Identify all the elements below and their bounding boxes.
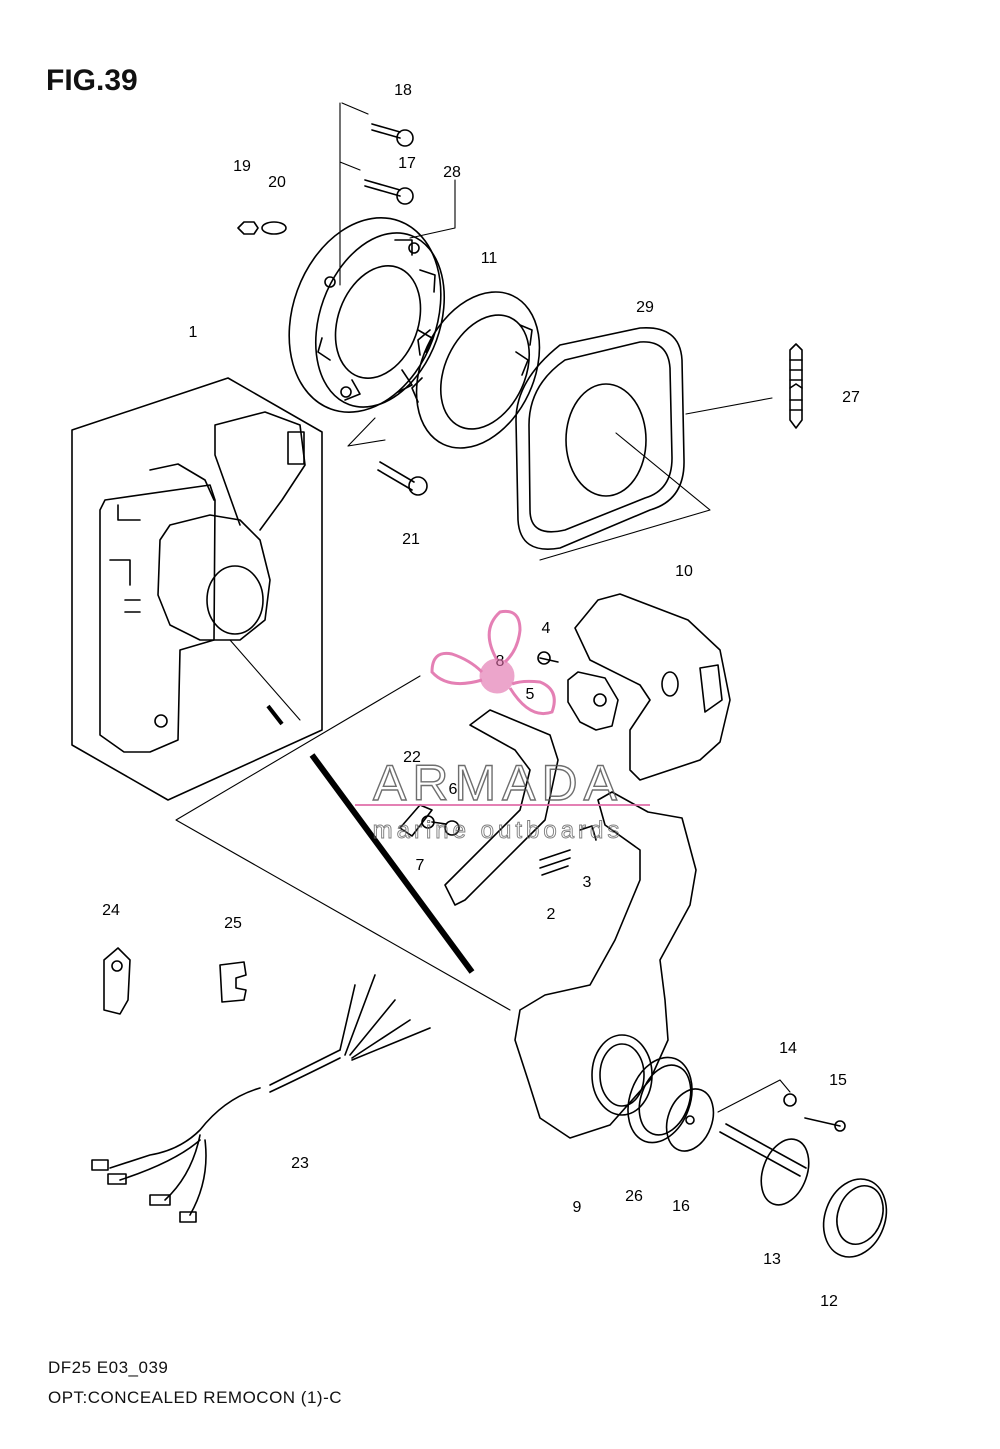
- pivot-stack: [627, 1056, 888, 1258]
- part-29-gasket: [515, 327, 685, 550]
- callout-27: 27: [842, 389, 860, 406]
- part-23-wiring-harness: [91, 974, 431, 1223]
- callout-1: 1: [189, 324, 198, 341]
- callout-15: 15: [829, 1072, 847, 1089]
- callout-22: 22: [403, 749, 421, 766]
- part-5-detent: [567, 671, 619, 731]
- callout-14: 14: [779, 1040, 797, 1057]
- part-27-strap: [789, 343, 803, 429]
- callout-17: 17: [398, 155, 416, 172]
- watermark-brand: ARMADA: [373, 755, 623, 811]
- callout-4: 4: [542, 620, 551, 637]
- callout-7: 7: [416, 857, 425, 874]
- leader-lines: [175, 102, 791, 1113]
- part-8-shift-arm: [444, 709, 559, 906]
- callout-26: 26: [625, 1188, 643, 1205]
- callout-3: 3: [583, 874, 592, 891]
- figure-caption: OPT:CONCEALED REMOCON (1)-C: [48, 1388, 343, 1407]
- watermark-tagline: marine outboards: [373, 817, 624, 844]
- callout-21: 21: [402, 531, 420, 548]
- callout-9: 9: [573, 1199, 582, 1216]
- callout-10: 10: [675, 563, 693, 580]
- guide-line-dash: [266, 704, 284, 726]
- callout-16: 16: [672, 1198, 690, 1215]
- callout-29: 29: [636, 299, 654, 316]
- callout-20: 20: [268, 174, 286, 191]
- callout-28: 28: [443, 164, 461, 181]
- callout-19: 19: [233, 158, 251, 175]
- callout-24: 24: [102, 902, 120, 919]
- model-code: DF25 E03_039: [48, 1358, 169, 1377]
- callout-5: 5: [526, 686, 535, 703]
- callout-12: 12: [820, 1293, 838, 1310]
- part-11-detent-ring: [411, 291, 541, 449]
- callout-18: 18: [394, 82, 412, 99]
- callout-11: 11: [481, 250, 498, 267]
- callout-6: 6: [449, 781, 458, 798]
- callout-labels: 1 2 3 4 5 6 7 8 9 10 11 12 13 14 15 16 1…: [102, 82, 860, 1310]
- small-hardware: [103, 123, 597, 1015]
- part-1-control-box: [71, 377, 323, 801]
- callout-13: 13: [763, 1251, 781, 1268]
- callout-2: 2: [547, 906, 556, 923]
- callout-23: 23: [291, 1155, 309, 1172]
- guide-line-heavy: [309, 753, 475, 974]
- propeller-icon: [430, 609, 556, 715]
- callout-25: 25: [224, 915, 242, 932]
- part-10-handle: [574, 593, 731, 781]
- watermark: ARMADA marine outboards: [355, 609, 650, 844]
- figure-title: FIG.39: [46, 64, 138, 97]
